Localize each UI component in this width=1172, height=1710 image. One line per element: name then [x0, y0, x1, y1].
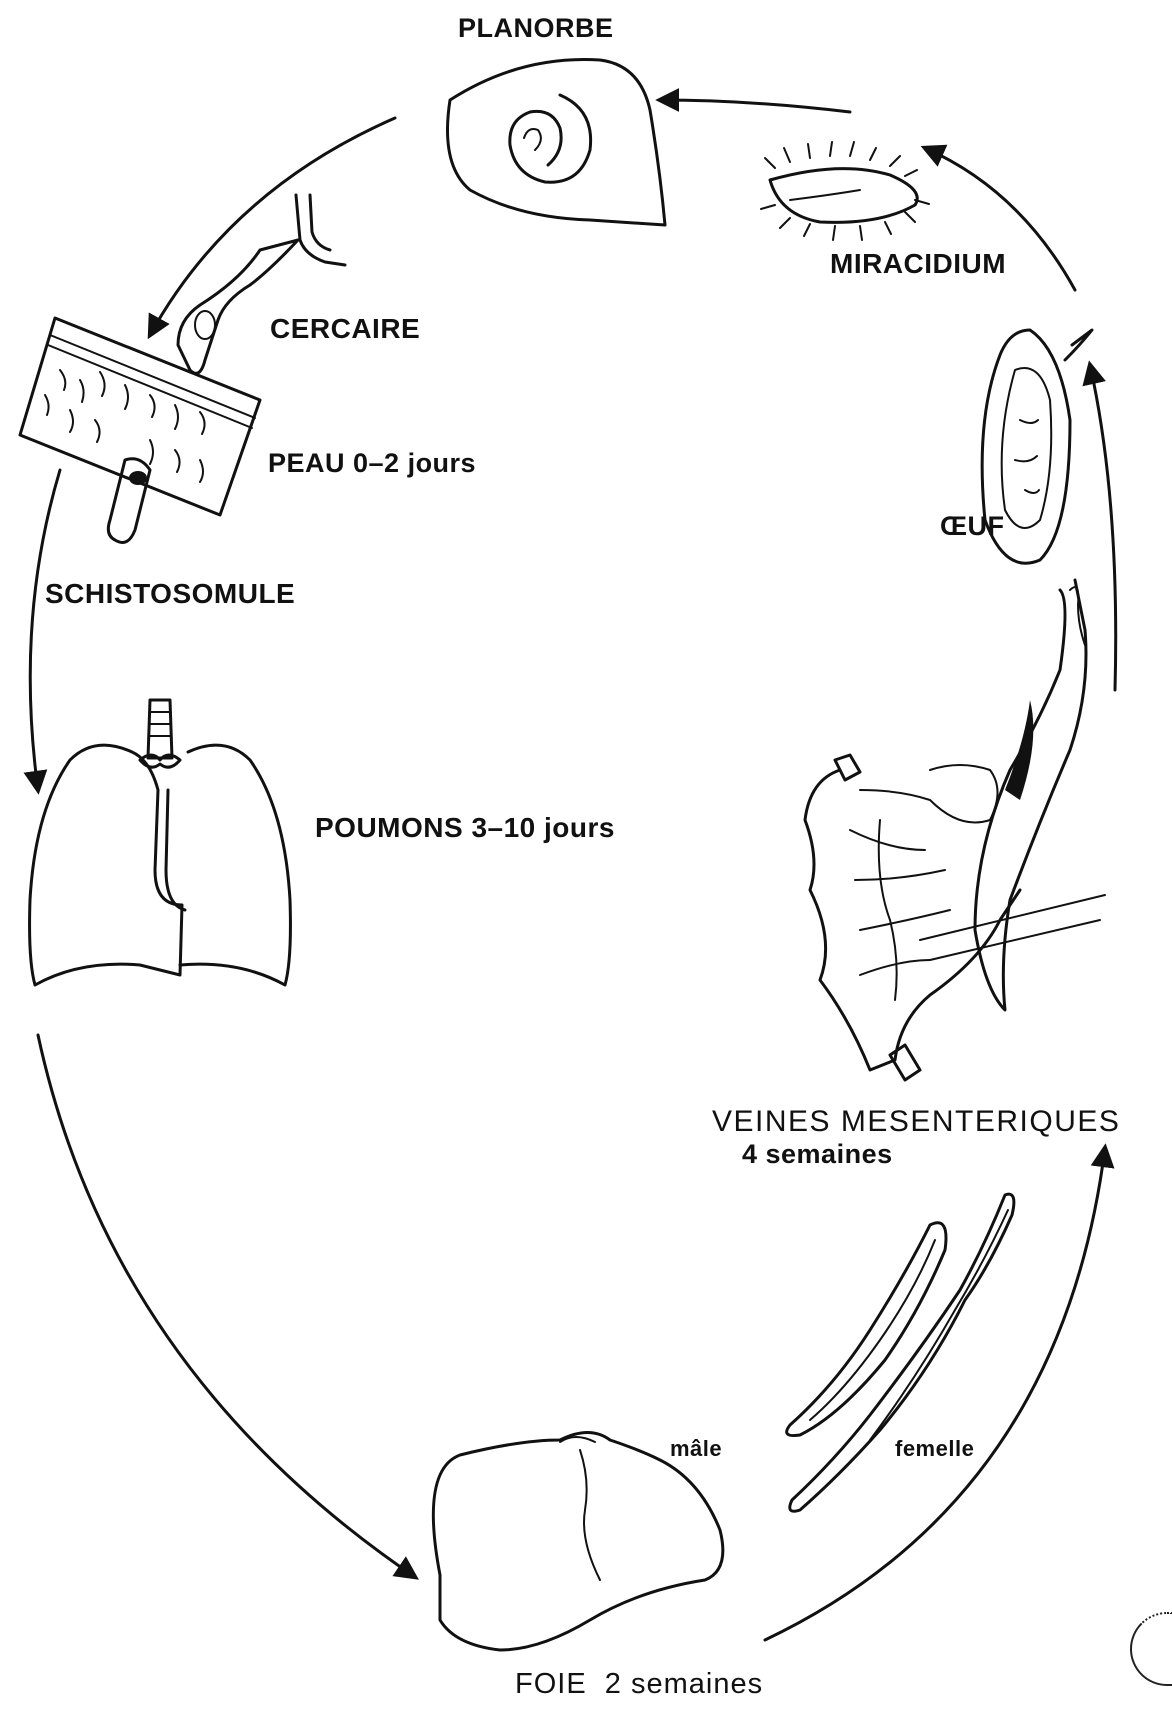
label-foie: FOIE 2 semaines [515, 1670, 763, 1699]
arrow-veins-to-oeuf [1090, 365, 1116, 690]
poumons-lungs-icon [30, 700, 291, 985]
arrow-lungs-to-liver [38, 1035, 415, 1577]
label-miracidium: MIRACIDIUM [830, 250, 1006, 278]
arrow-skin-to-lungs [30, 470, 60, 790]
planorbe-snail-icon [448, 60, 666, 226]
label-peau: PEAU 0–2 jours [268, 450, 476, 477]
miracidium-icon [761, 142, 929, 240]
label-oeuf: ŒUF [940, 513, 1005, 540]
veines-mesenteriques-icon [805, 580, 1105, 1080]
label-femelle: femelle [895, 1438, 974, 1460]
arrow-planorbe-to-cercaire [150, 118, 395, 335]
label-male: mâle [670, 1438, 722, 1460]
label-veines-duration: 4 semaines [742, 1141, 893, 1168]
cercaire-icon [178, 195, 345, 373]
arrow-miracidium-to-planorbe [660, 100, 850, 112]
male-female-worms-icon [787, 1194, 1014, 1511]
label-schistosomule: SCHISTOSOMULE [45, 580, 295, 608]
label-cercaire: CERCAIRE [270, 315, 420, 343]
label-poumons: POUMONS 3–10 jours [315, 814, 615, 842]
label-veines-mesenteriques: VEINES MESENTERIQUES [712, 1107, 1120, 1137]
label-planorbe: PLANORBE [458, 15, 614, 42]
foie-liver-icon [433, 1433, 723, 1651]
